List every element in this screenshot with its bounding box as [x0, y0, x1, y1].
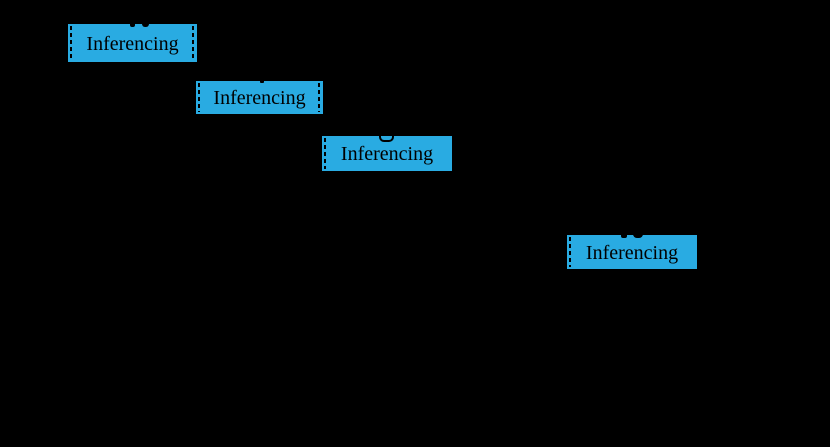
inferencing-box-4: Inferencing: [567, 235, 697, 269]
glyph-descender-artifact: [260, 77, 264, 83]
inferencing-label: Inferencing: [340, 143, 434, 165]
inferencing-label: Inferencing: [585, 241, 679, 264]
dashed-boundary-line-left: [70, 26, 72, 60]
inferencing-box-2: Inferencing: [196, 81, 323, 114]
inferencing-label: Inferencing: [86, 32, 179, 55]
inferencing-box-1: Inferencing: [68, 24, 197, 62]
glyph-descender-artifact: [621, 228, 627, 238]
dashed-boundary-line-left: [324, 138, 326, 169]
dashed-boundary-line-right: [318, 83, 320, 112]
glyph-descender-artifact: [142, 16, 149, 27]
inferencing-label: Inferencing: [213, 87, 306, 109]
glyph-descender-artifact: [633, 227, 643, 238]
dashed-boundary-line-right: [192, 26, 194, 60]
glyph-descender-artifact: [379, 130, 394, 142]
dashed-boundary-line-left: [198, 83, 200, 112]
glyph-descender-artifact: [130, 17, 135, 27]
dashed-boundary-line-left: [569, 237, 571, 267]
